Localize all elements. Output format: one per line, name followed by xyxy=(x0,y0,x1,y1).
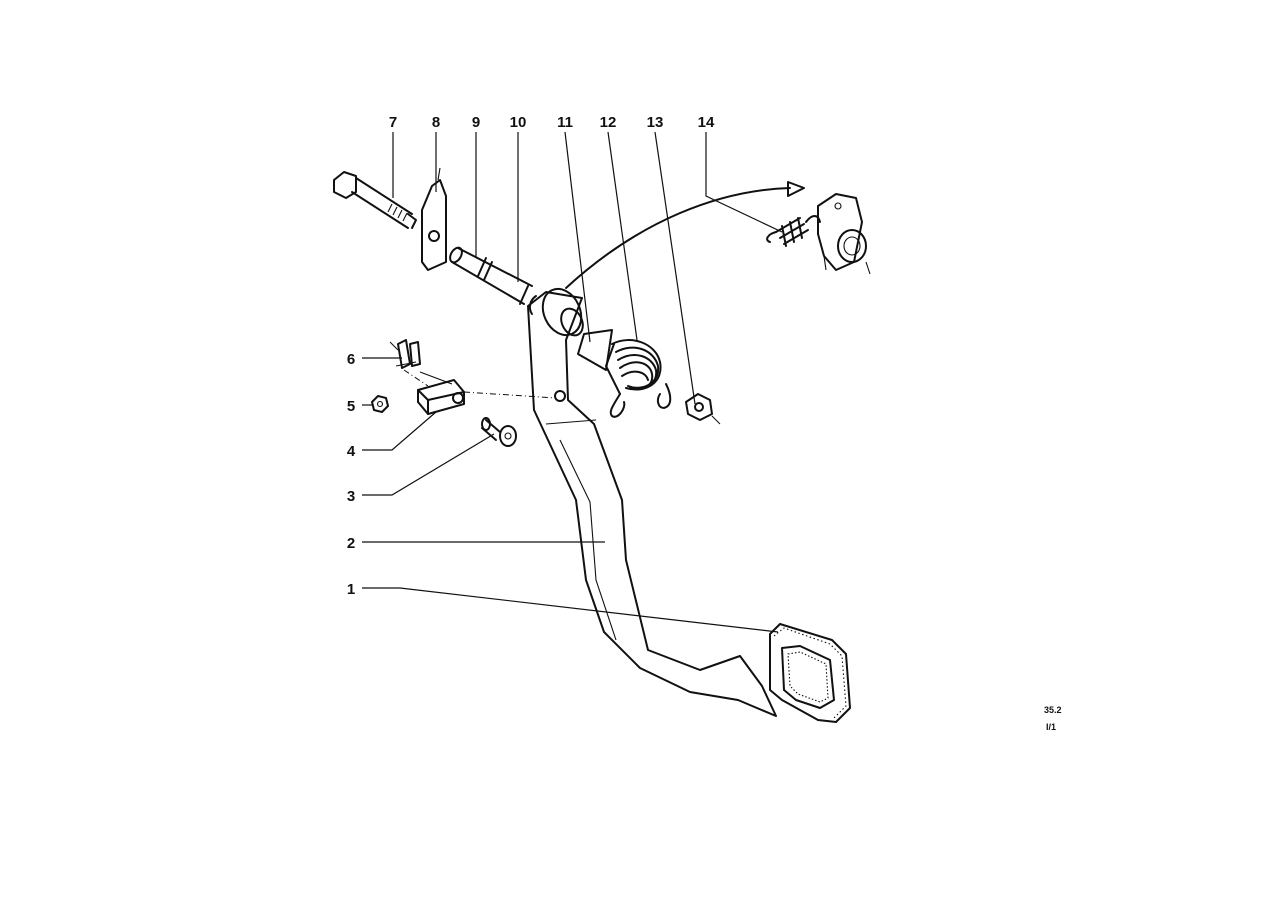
callout-13: 13 xyxy=(647,114,664,131)
callout-3: 3 xyxy=(347,488,355,505)
part-14-spring-mount xyxy=(565,181,871,289)
part-9-10-sleeve xyxy=(449,246,533,305)
part-7-bolt xyxy=(333,171,417,229)
part-11-pivot-sleeve xyxy=(528,287,613,371)
callout-10: 10 xyxy=(510,114,527,131)
reference-code: 35.2 I/1 xyxy=(1044,705,1062,732)
leader-lines xyxy=(362,131,783,633)
part-2-pedal-arm xyxy=(527,291,777,717)
callout-8: 8 xyxy=(432,114,440,131)
callout-11: 11 xyxy=(557,114,573,131)
part-3-clevis-pin xyxy=(481,417,517,447)
assembly-axes xyxy=(403,369,557,399)
part-4-clevis xyxy=(417,371,465,415)
part-1-pedal-pad xyxy=(769,623,851,723)
callout-5: 5 xyxy=(347,398,355,415)
part-5-lock-nut xyxy=(371,395,389,413)
reference-code-sheet: I/1 xyxy=(1046,722,1056,732)
part-13-nut xyxy=(685,393,721,425)
callout-6: 6 xyxy=(347,351,355,368)
callout-7: 7 xyxy=(389,114,397,131)
callout-4: 4 xyxy=(347,443,356,460)
callout-12: 12 xyxy=(600,114,617,131)
part-8-bracket xyxy=(421,167,447,271)
callout-1: 1 xyxy=(347,581,355,598)
part-6-spring-clip xyxy=(389,339,421,369)
callout-14: 14 xyxy=(698,114,715,131)
callout-numbers: 7 8 9 10 11 12 13 14 6 5 4 3 2 1 xyxy=(347,114,715,598)
callout-2: 2 xyxy=(347,535,355,552)
callout-9: 9 xyxy=(472,114,480,131)
reference-code-number: 35.2 xyxy=(1044,705,1062,715)
part-12-return-spring xyxy=(605,339,672,418)
